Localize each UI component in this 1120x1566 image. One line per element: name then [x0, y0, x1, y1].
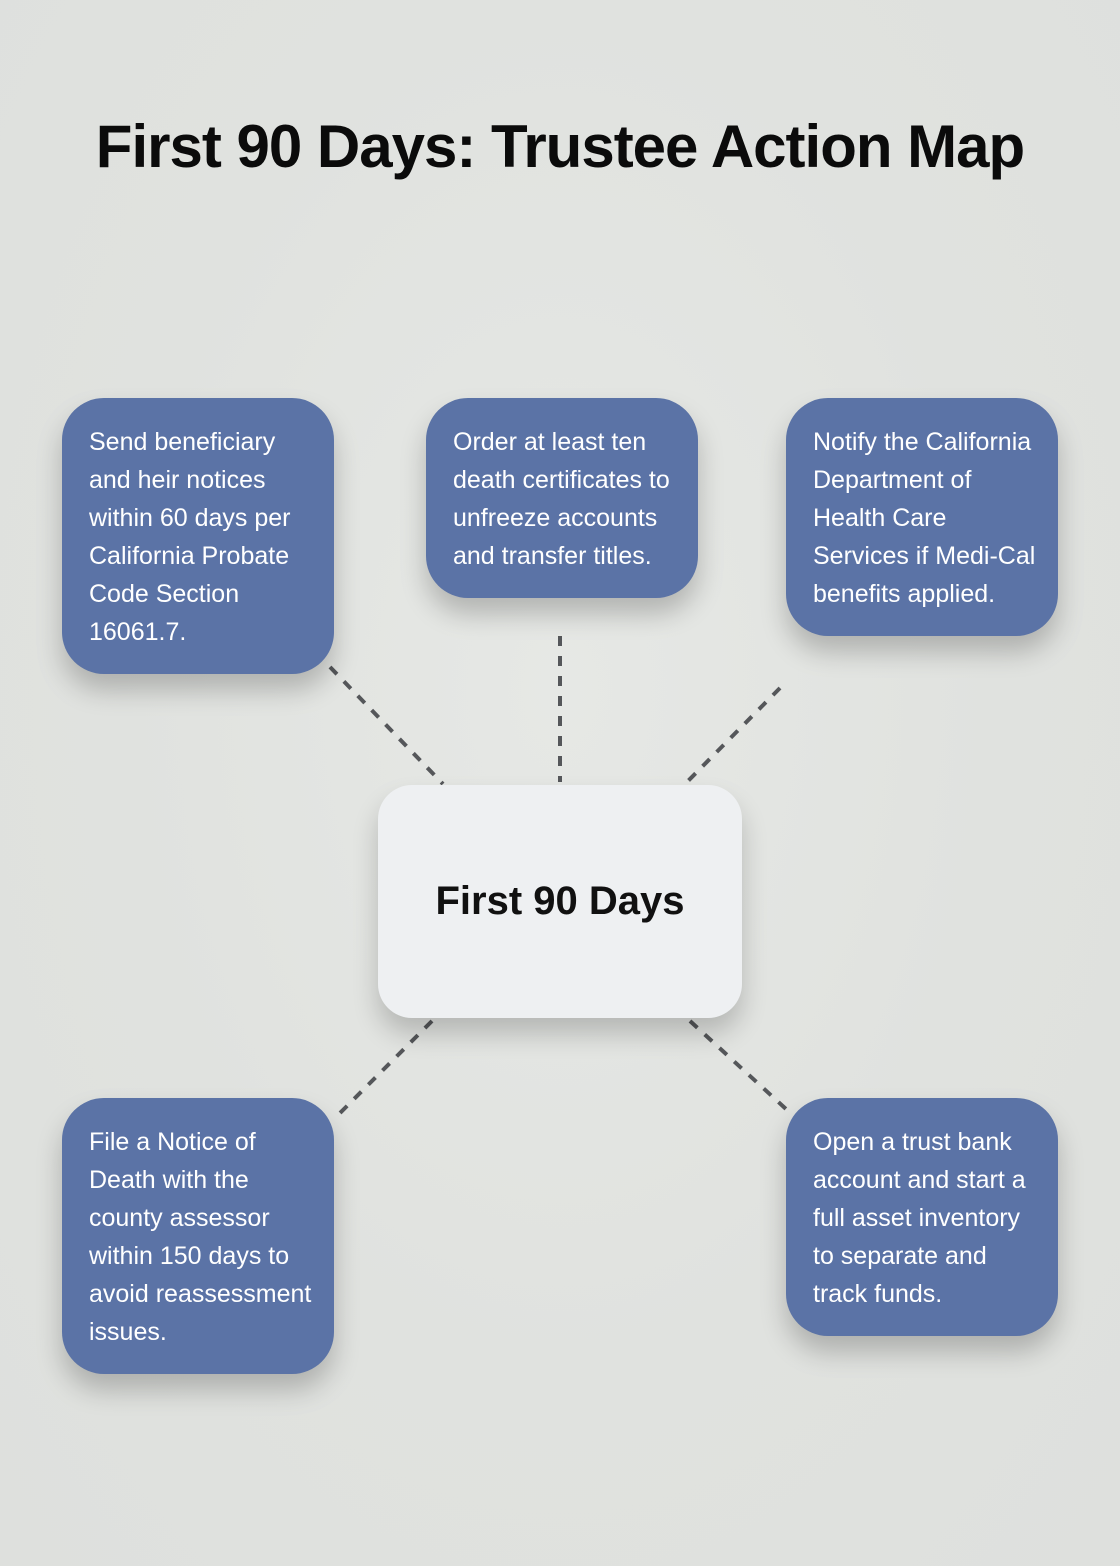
branch-node-notice-of-death: File a Notice of Death with the county a…	[62, 1098, 334, 1374]
branch-node-beneficiary-notices: Send beneficiary and heir notices within…	[62, 398, 334, 674]
branch-node-death-certificates: Order at least ten death certificates to…	[426, 398, 698, 598]
connector-line-top-left	[328, 665, 445, 786]
connector-line-bottom-right	[688, 1019, 788, 1111]
connector-line-bottom-left	[335, 1019, 434, 1118]
center-node-first-90-days: First 90 Days	[378, 785, 742, 1018]
branch-node-trust-bank-account: Open a trust bank account and start a fu…	[786, 1098, 1058, 1336]
connector-line-top-right	[685, 686, 782, 784]
page-title: First 90 Days: Trustee Action Map	[95, 113, 1025, 180]
branch-node-notify-dhcs: Notify the California Department of Heal…	[786, 398, 1058, 636]
